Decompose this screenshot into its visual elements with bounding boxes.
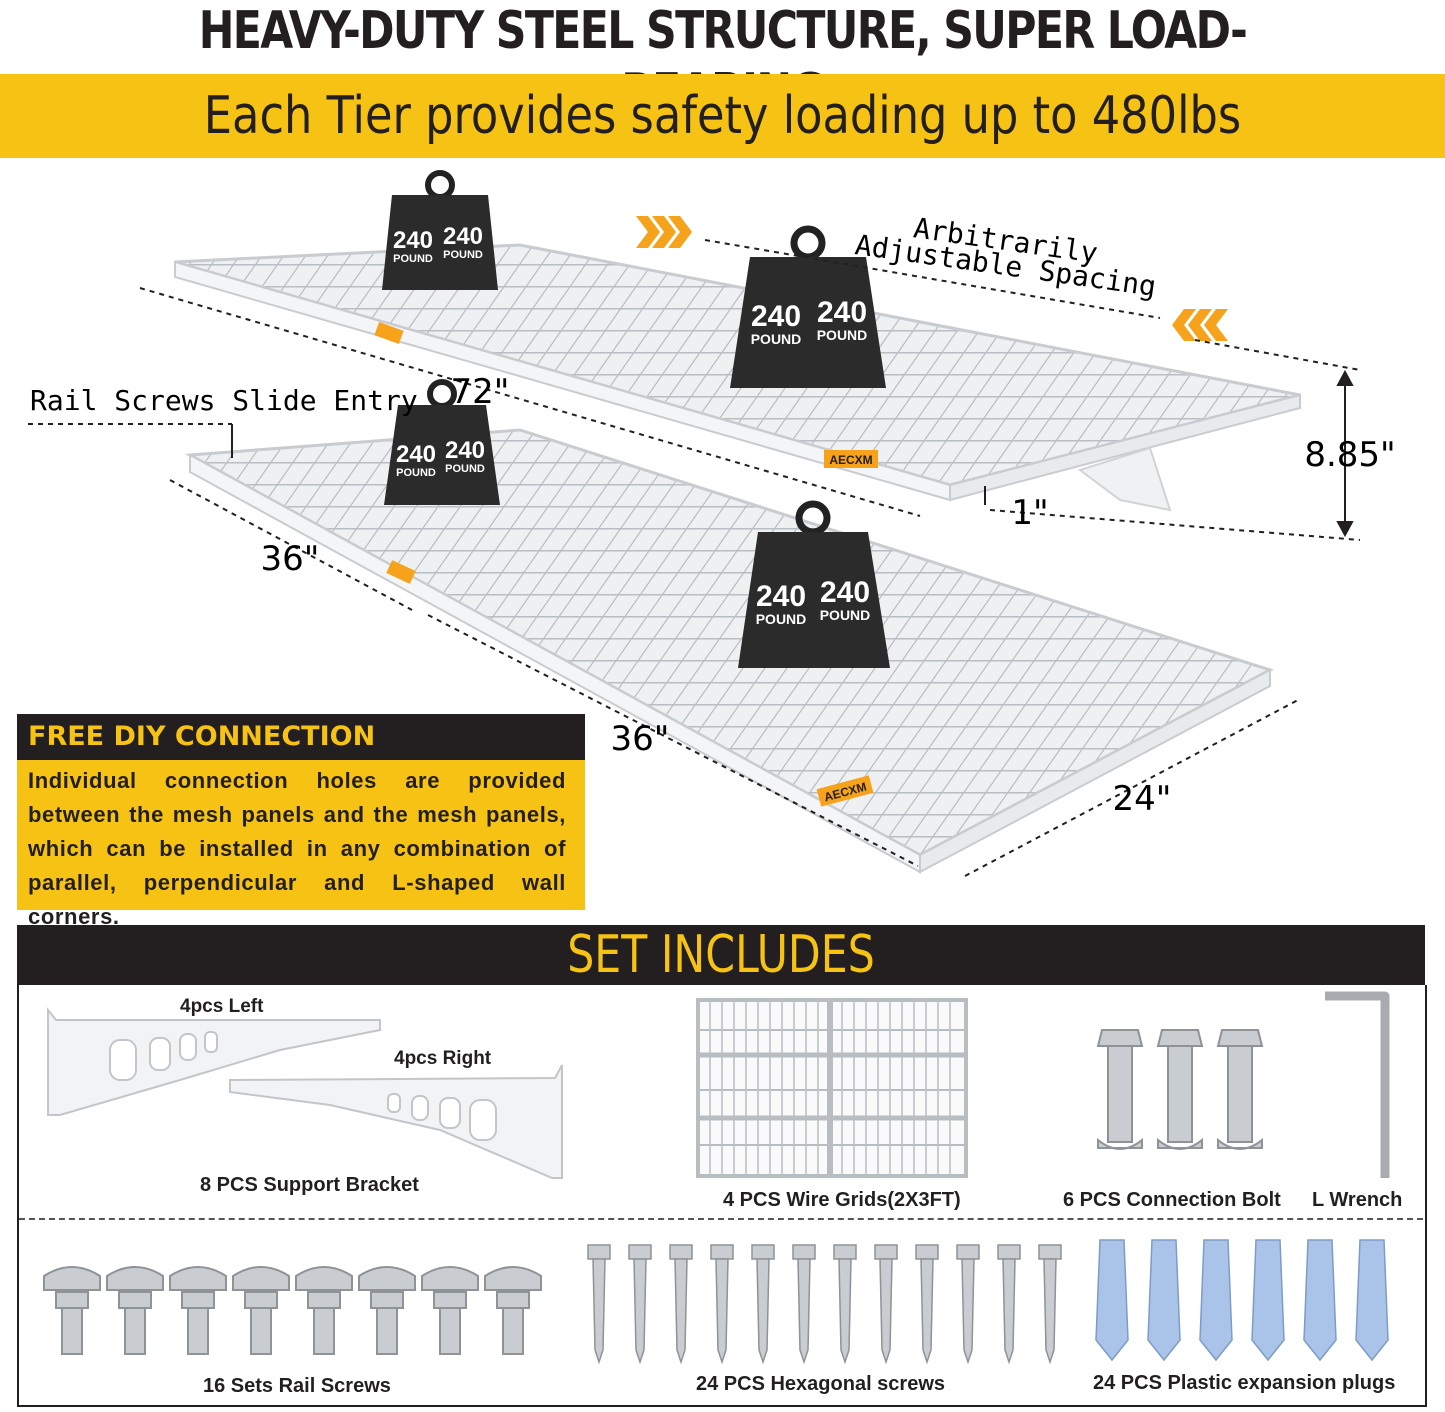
shelf-diagram: AECXM AECXM 240 POUND 240 POUND 240 POUN… [28, 170, 1396, 877]
item-caption: 16 Sets Rail Screws [203, 1375, 391, 1397]
svg-text:POUND: POUND [751, 331, 802, 347]
item-caption: 24 PCS Hexagonal screws [696, 1373, 946, 1395]
set-includes-illustrations [43, 991, 1390, 1365]
wire-grid-icon [696, 998, 968, 1178]
item-caption: 6 PCS Connection Bolt [1063, 1189, 1281, 1211]
bracket-right-icon [229, 1064, 563, 1179]
expansion-plug-icon [1095, 1239, 1389, 1362]
set-includes-title: SET INCLUDES [567, 925, 875, 985]
svg-text:POUND: POUND [443, 249, 483, 261]
l-wrench-icon [1325, 991, 1390, 1178]
svg-text:POUND: POUND [445, 463, 485, 475]
length-dim: 72" [451, 372, 510, 412]
panel-a-dim: 36" [261, 539, 320, 579]
svg-text:240: 240 [756, 580, 806, 613]
svg-text:POUND: POUND [396, 467, 436, 479]
height-dim: 8.85" [1304, 435, 1395, 475]
bracket-left-icon [47, 1007, 381, 1116]
depth-dim: 24" [1113, 779, 1172, 819]
svg-text:POUND: POUND [756, 611, 807, 627]
chevron-right-icon [636, 216, 692, 248]
svg-text:240: 240 [396, 441, 436, 468]
diy-title: FREE DIY CONNECTION [28, 721, 376, 752]
item-caption: 8 PCS Support Bracket [200, 1174, 419, 1196]
item-caption: 24 PCS Plastic expansion plugs [1093, 1372, 1396, 1394]
svg-text:POUND: POUND [393, 253, 433, 265]
item-caption: L Wrench [1312, 1189, 1403, 1211]
svg-text:POUND: POUND [820, 607, 871, 623]
svg-text:240: 240 [820, 576, 870, 609]
diy-body: Individual connection holes are provided… [28, 768, 566, 929]
svg-text:240: 240 [393, 227, 433, 254]
svg-text:240: 240 [443, 223, 483, 250]
weight-icon: 240 POUND 240 POUND [730, 225, 886, 388]
svg-text:240: 240 [751, 300, 801, 333]
weight-icon: 240 POUND 240 POUND [384, 379, 500, 505]
svg-text:POUND: POUND [817, 327, 868, 343]
hex-screw-icon [587, 1244, 1062, 1365]
chevron-left-icon [1172, 309, 1228, 341]
load-banner [0, 74, 1445, 158]
brand-tag: AECXM [829, 453, 872, 467]
rail-screw-icon [43, 1266, 542, 1355]
connection-bolt-icon [1096, 1029, 1264, 1150]
dashed-divider [19, 1218, 1423, 1220]
load-banner-text: Each Tier provides safety loading up to … [203, 86, 1242, 146]
set-includes-header [17, 925, 1425, 985]
item-caption: 4 PCS Wire Grids(2X3FT) [723, 1189, 961, 1211]
bracket-left-label: 4pcs Left [180, 996, 264, 1017]
weight-icon: 240 POUND 240 POUND [738, 500, 890, 668]
panel-b-dim: 36" [611, 719, 670, 759]
page-title: HEAVY-DUTY STEEL STRUCTURE, SUPER LOAD-B… [198, 1, 1248, 123]
bracket-right-label: 4pcs Right [394, 1048, 492, 1069]
set-includes-frame [17, 985, 1427, 1407]
svg-text:240: 240 [817, 296, 867, 329]
weight-icon: 240 POUND 240 POUND [382, 170, 498, 290]
rail-note: Rail Screws Slide Entry [30, 384, 418, 417]
diy-header [17, 714, 585, 760]
svg-text:240: 240 [445, 437, 485, 464]
gap-dim: 1" [1011, 493, 1048, 533]
